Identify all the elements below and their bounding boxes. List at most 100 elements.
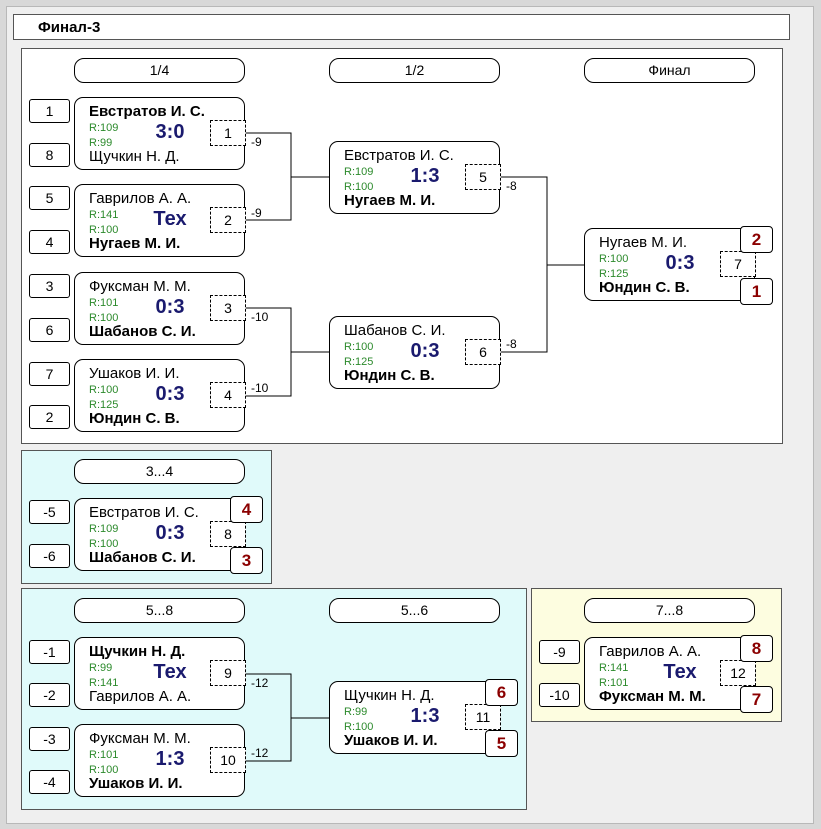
player-bottom: Нугаев М. И.: [344, 192, 436, 209]
player-top: Гаврилов А. А.: [89, 190, 192, 207]
loser-destination: -9: [251, 135, 262, 149]
seed-box: 3: [29, 274, 70, 298]
player-top: Фуксман М. М.: [89, 278, 191, 295]
place-badge: 4: [230, 496, 263, 523]
match-number: 7: [720, 251, 756, 277]
match-score: 3:0: [155, 121, 185, 143]
rating-top: R:100: [344, 341, 374, 353]
match-4[interactable]: Ушаков И. И. R:100 R:125 0:3 4 Юндин С. …: [74, 359, 246, 432]
seed-box: 8: [29, 143, 70, 167]
player-bottom: Шабанов С. И.: [89, 323, 196, 340]
match-score: 1:3: [155, 748, 185, 770]
player-bottom: Ушаков И. И.: [344, 732, 438, 749]
match-11-fifth-place[interactable]: Щучкин Н. Д. R:99 R:100 1:3 11 Ушаков И.…: [329, 681, 501, 754]
match-number: 9: [210, 660, 246, 686]
player-bottom: Нугаев М. И.: [89, 235, 181, 252]
match-number: 3: [210, 295, 246, 321]
rating-bottom: R:101: [599, 677, 629, 689]
loser-destination: -8: [506, 179, 517, 193]
match-number: 12: [720, 660, 756, 686]
place-badge: 3: [230, 547, 263, 574]
seed-box: 5: [29, 186, 70, 210]
seed-box: -10: [539, 683, 580, 707]
rating-bottom: R:100: [344, 181, 374, 193]
rating-top: R:101: [89, 297, 119, 309]
match-8-third-place[interactable]: Евстратов И. С. R:109 R:100 0:3 8 Шабано…: [74, 498, 246, 571]
player-top: Евстратов И. С.: [344, 147, 454, 164]
place-badge: 6: [485, 679, 518, 706]
seed-box: -2: [29, 683, 70, 707]
match-number: 2: [210, 207, 246, 233]
place-badge: 7: [740, 686, 773, 713]
round-label-quarterfinal: 1/4: [74, 58, 245, 83]
player-bottom: Ушаков И. И.: [89, 775, 183, 792]
match-5[interactable]: Евстратов И. С. R:109 R:100 1:3 5 Нугаев…: [329, 141, 501, 214]
match-score: 0:3: [155, 383, 185, 405]
loser-destination: -8: [506, 337, 517, 351]
round-label-7-8: 7...8: [584, 598, 755, 623]
match-score: Тех: [153, 208, 187, 230]
loser-destination: -12: [251, 746, 269, 760]
player-top: Щучкин Н. Д.: [344, 687, 435, 704]
match-score: 0:3: [155, 296, 185, 318]
rating-top: R:99: [89, 662, 113, 674]
rating-top: R:109: [89, 523, 119, 535]
seed-box: -3: [29, 727, 70, 751]
seed-box: 7: [29, 362, 70, 386]
match-6[interactable]: Шабанов С. И. R:100 R:125 0:3 6 Юндин С.…: [329, 316, 501, 389]
rating-top: R:99: [344, 706, 368, 718]
match-9[interactable]: Щучкин Н. Д. R:99 R:141 Тех 9 Гаврилов А…: [74, 637, 246, 710]
match-7-final[interactable]: Нугаев М. И. R:100 R:125 0:3 7 Юндин С. …: [584, 228, 756, 301]
seed-box: 6: [29, 318, 70, 342]
rating-bottom: R:100: [89, 312, 119, 324]
match-10[interactable]: Фуксман М. М. R:101 R:100 1:3 10 Ушаков …: [74, 724, 246, 797]
match-number: 11: [465, 704, 501, 730]
seed-box: -6: [29, 544, 70, 568]
title-bar: Финал-3: [13, 14, 790, 40]
seed-box: -4: [29, 770, 70, 794]
match-score: Тех: [663, 661, 697, 683]
player-bottom: Гаврилов А. А.: [89, 688, 192, 705]
rating-top: R:109: [344, 166, 374, 178]
match-3[interactable]: Фуксман М. М. R:101 R:100 0:3 3 Шабанов …: [74, 272, 246, 345]
match-12-seventh-place[interactable]: Гаврилов А. А. R:141 R:101 Тех 12 Фуксма…: [584, 637, 756, 710]
seed-box: -1: [29, 640, 70, 664]
seed-box: 2: [29, 405, 70, 429]
player-top: Евстратов И. С.: [89, 103, 205, 120]
rating-bottom: R:100: [89, 538, 119, 550]
match-score: 0:3: [410, 340, 440, 362]
player-bottom: Юндин С. В.: [599, 279, 690, 296]
place-badge: 1: [740, 278, 773, 305]
match-number: 5: [465, 164, 501, 190]
loser-destination: -10: [251, 310, 269, 324]
rating-bottom: R:100: [344, 721, 374, 733]
rating-top: R:141: [599, 662, 629, 674]
rating-bottom: R:100: [89, 224, 119, 236]
place-badge: 2: [740, 226, 773, 253]
loser-destination: -9: [251, 206, 262, 220]
player-bottom: Щучкин Н. Д.: [89, 148, 180, 165]
match-1[interactable]: Евстратов И. С. R:109 R:99 3:0 1 Щучкин …: [74, 97, 246, 170]
rating-top: R:109: [89, 122, 119, 134]
match-number: 10: [210, 747, 246, 773]
match-score: 1:3: [410, 705, 440, 727]
round-label-5-6: 5...6: [329, 598, 500, 623]
match-number: 8: [210, 521, 246, 547]
round-label-5-8: 5...8: [74, 598, 245, 623]
match-score: Тех: [153, 661, 187, 683]
match-2[interactable]: Гаврилов А. А. R:141 R:100 Тех 2 Нугаев …: [74, 184, 246, 257]
match-number: 1: [210, 120, 246, 146]
rating-bottom: R:125: [89, 399, 119, 411]
round-label-semifinal: 1/2: [329, 58, 500, 83]
seed-box: 1: [29, 99, 70, 123]
rating-bottom: R:125: [599, 268, 629, 280]
rating-top: R:141: [89, 209, 119, 221]
seed-box: -9: [539, 640, 580, 664]
rating-top: R:100: [599, 253, 629, 265]
rating-bottom: R:125: [344, 356, 374, 368]
player-bottom: Юндин С. В.: [344, 367, 435, 384]
seed-box: 4: [29, 230, 70, 254]
player-top: Фуксман М. М.: [89, 730, 191, 747]
player-top: Евстратов И. С.: [89, 504, 199, 521]
round-label-3-4: 3...4: [74, 459, 245, 484]
